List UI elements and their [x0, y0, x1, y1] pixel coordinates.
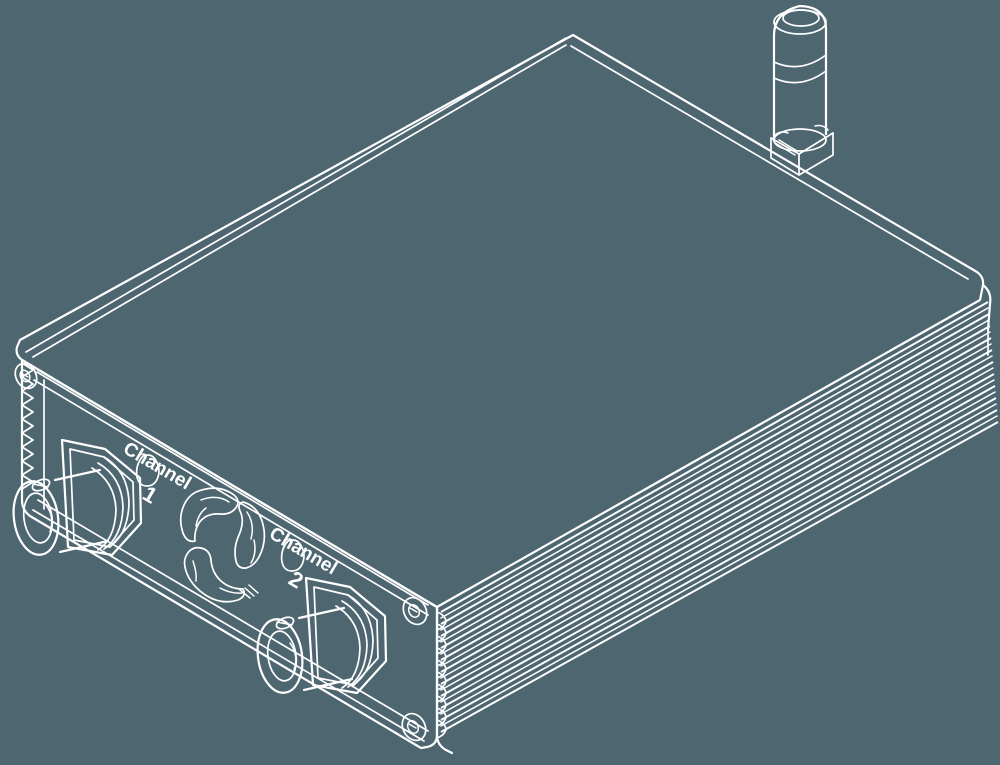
stub-antenna[interactable] [770, 4, 834, 176]
antenna-base-mount [770, 124, 834, 176]
screw-top-right [402, 596, 428, 626]
screw-top-left [14, 362, 38, 390]
antenna-shaft [772, 27, 828, 152]
chassis [14, 33, 999, 755]
led-indicator-channel-1 [135, 454, 160, 487]
bnc-connector-channel-2[interactable] [253, 576, 388, 696]
front-panel [20, 358, 439, 750]
silkscreen-labels: Channel 1 Channel 2 [119, 438, 340, 593]
bnc-connector-channel-1[interactable] [9, 438, 143, 558]
three-lobe-circular-connector[interactable] [179, 487, 266, 603]
fin-lines [440, 301, 999, 733]
chassis-heatsink-fins [435, 283, 999, 755]
led-indicator-channel-2 [280, 539, 305, 572]
fin-end-scallops-right [436, 611, 447, 739]
antenna-cap [772, 4, 828, 38]
antenna-collar [773, 54, 827, 84]
screw-bottom-right [401, 712, 427, 742]
chassis-top-face [15, 33, 985, 609]
chassis-left-fin-profile [21, 362, 34, 490]
